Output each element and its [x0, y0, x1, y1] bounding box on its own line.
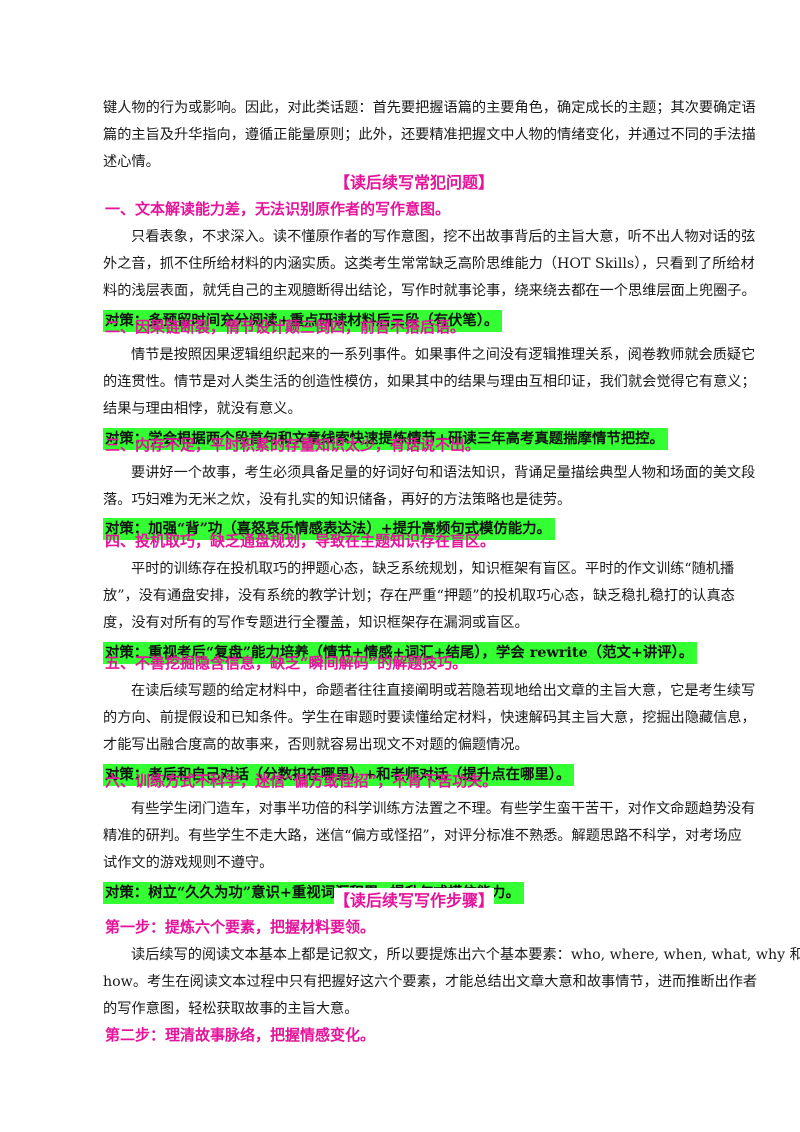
step-1: 第一步：提炼六个要素，把握材料要领。 读后续写的阅读文本基本上都是记叙文，所以要…	[103, 914, 800, 1024]
step-2: 第二步：理清故事脉络，把握情感变化。	[103, 1022, 725, 1048]
problem-6: 六、训练方式不科学，迷信“偏方或怪招”，不肯下苦功夫。 有些学生闭门造车，对事半…	[103, 768, 756, 904]
section-title-steps: 【读后续写写作步骤】	[103, 888, 725, 914]
intro-line: 键人物的行为或影响。因此，对此类话题：首先要把握语篇的主要角色，确定成长的主题；…	[103, 100, 756, 116]
step-heading: 第二步：理清故事脉络，把握情感变化。	[105, 1026, 376, 1044]
problem-body-line: 落。巧妇难为无米之炊，没有扎实的知识储备，再好的方法策略也是徒劳。	[103, 492, 572, 509]
strategy-highlight: 对策：学会根据两个段首句和文章线索快速提炼情节+研读三年高考真题揣摩情节把控。	[103, 427, 668, 450]
intro-line: 篇的主旨及升华指向，遵循正能量原则；此外，还要精准把握文中人物的情绪变化，并通过…	[103, 127, 756, 144]
problem-heading: 六、训练方式不科学，迷信“偏方或怪招”，不肯下苦功夫。	[105, 772, 498, 790]
section-title-problems: 【读后续写常犯问题】	[103, 170, 725, 196]
problem-body-line: 放”，没有通盘安排，没有系统的教学计划；存在严重“押题”的投机取巧心态，缺乏稳扎…	[103, 588, 735, 605]
section-title-text: 【读后续写写作步骤】	[333, 888, 494, 914]
problem-heading: 四、投机取巧，缺乏通盘规划，导致在主题知识存在盲区。	[105, 532, 496, 550]
problem-heading: 五、不善挖掘隐含信息，缺乏“瞬间解码”的解题技巧。	[105, 654, 468, 672]
intro-line: 述心情。	[103, 154, 160, 171]
problem-body-line: 的连贯性。情节是对人类生活的创造性模仿，如果其中的结果与理由互相印证，我们就会觉…	[103, 374, 756, 391]
problem-4: 四、投机取巧，缺乏通盘规划，导致在主题知识存在盲区。 平时的训练存在投机取巧的押…	[103, 528, 735, 664]
problem-heading: 一、文本解读能力差，无法识别原作者的写作意图。	[105, 200, 451, 218]
section-title-text: 【读后续写常犯问题】	[333, 170, 494, 196]
problem-1: 一、文本解读能力差，无法识别原作者的写作意图。 只看表象，不求深入。读不懂原作者…	[103, 196, 756, 332]
problem-3: 三、内存不足，平时积累的存量知识太少，有话说不出。 要讲好一个故事，考生必须具备…	[103, 432, 756, 541]
problem-body-line: 外之音，抓不住所给材料的内涵实质。这类考生常常缺乏高阶思维能力（HOT Skil…	[103, 256, 755, 273]
problem-body-line: 精准的研判。有些学生不走大路，迷信“偏方或怪招”，对评分标准不熟悉。解题思路不科…	[103, 828, 742, 845]
strategy-highlight: 对策：加强“背”功（喜怒哀乐情感表达法）+提升高频句式模仿能力。	[103, 518, 555, 541]
problem-body-line: 度，没有对所有的写作专题进行全覆盖，知识框架存在漏洞或盲区。	[103, 615, 529, 632]
problem-heading: 二、因果链断裂，情节设计颠三倒四，前言不搭后语。	[105, 318, 466, 336]
problem-2: 二、因果链断裂，情节设计颠三倒四，前言不搭后语。 情节是按照因果逻辑组织起来的一…	[103, 314, 756, 450]
problem-body-line: 情节是按照因果逻辑组织起来的一系列事件。如果事件之间没有逻辑推理关系，阅卷教师就…	[131, 347, 756, 363]
strategy-highlight: 对策：多预留时间充分阅读+重点研读材料后三段（有伏笔）。	[103, 309, 503, 332]
problem-body-line: 试作文的游戏规则不遵守。	[103, 855, 274, 872]
problem-body-line: 平时的训练存在投机取巧的押题心态，缺乏系统规划，知识框架有盲区。平时的作文训练“…	[131, 561, 735, 577]
problem-body-line: 只看表象，不求深入。读不懂原作者的写作意图，挖不出故事背后的主旨大意，听不出人物…	[131, 229, 756, 245]
problem-body-line: 有些学生闭门造车，对事半功倍的科学训练方法置之不理。有些学生蛮干苦干，对作文命题…	[131, 801, 756, 817]
problem-body-line: 的方向、前提假设和已知条件。学生在审题时要读懂给定材料，快速解码其主旨大意，挖掘…	[103, 710, 756, 727]
step-body-line: 的写作意图，轻松获取故事的主旨大意。	[103, 1001, 359, 1018]
intro-paragraph: 键人物的行为或影响。因此，对此类话题：首先要把握语篇的主要角色，确定成长的主题；…	[103, 95, 756, 177]
problem-5: 五、不善挖掘隐含信息，缺乏“瞬间解码”的解题技巧。 在读后续写题的给定材料中，命…	[103, 650, 756, 786]
problem-heading: 三、内存不足，平时积累的存量知识太少，有话说不出。	[105, 436, 481, 454]
step-body-line: how。考生在阅读文本过程中只有把握好这六个要素，才能总结出文章大意和故事情节，…	[103, 974, 758, 991]
step-body-line: 读后续写的阅读文本基本上都是记叙文，所以要提炼出六个基本要素：who, wher…	[131, 947, 800, 963]
strategy-highlight: 对策：考后和自己对话（分数扣在哪里）+和老师对话（提升点在哪里）。	[103, 763, 575, 786]
problem-body-line: 在读后续写题的给定材料中，命题者往往直接阐明或若隐若现地给出文章的主旨大意，它是…	[131, 683, 756, 699]
step-heading: 第一步：提炼六个要素，把握材料要领。	[105, 918, 376, 936]
problem-body-line: 结果与理由相悖，就没有意义。	[103, 401, 302, 418]
problem-body-line: 要讲好一个故事，考生必须具备足量的好词好句和语法知识，背诵足量描绘典型人物和场面…	[131, 465, 756, 481]
strategy-highlight: 对策：重视考后“复盘”能力培养（情节+情感+词汇+结尾），学会 rewrite（…	[103, 641, 698, 664]
problem-body-line: 料的浅层表面，就凭自己的主观臆断得出结论，写作时就事论事，绕来绕去都在一个思维层…	[103, 283, 756, 300]
problem-body-line: 才能写出融合度高的故事来，否则就容易出现文不对题的偏题情况。	[103, 737, 529, 754]
